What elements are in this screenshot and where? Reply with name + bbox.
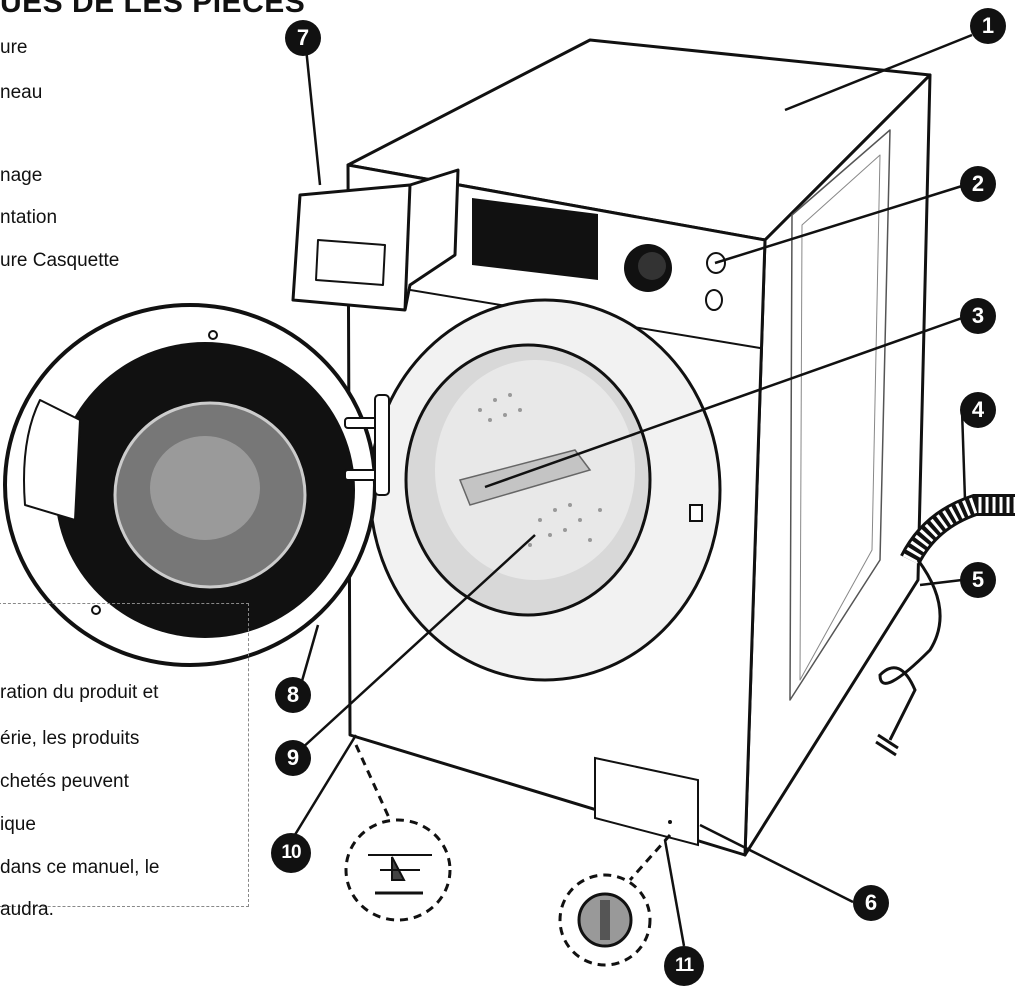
callout-2: 2 <box>960 166 996 202</box>
legend-item: ure Casquette <box>0 250 120 271</box>
power-cord <box>878 559 942 741</box>
legend-item: nage <box>0 165 43 186</box>
note-line: dans ce manuel, le <box>0 857 160 878</box>
callout-10: 10 <box>271 833 311 873</box>
page-title: UES DE LES PIECES <box>0 0 306 19</box>
display-screen <box>472 198 598 280</box>
callout-1: 1 <box>970 8 1006 44</box>
callout-7: 7 <box>285 20 321 56</box>
note-line: érie, les produits <box>0 728 140 749</box>
callout-5: 5 <box>960 562 996 598</box>
detergent-drawer <box>291 168 460 312</box>
callout-6: 6 <box>853 885 889 921</box>
legend-item: neau <box>0 82 43 103</box>
note-line: chetés peuvent <box>0 771 129 792</box>
filter-cover <box>594 756 699 847</box>
note-line: audra. <box>0 899 54 920</box>
callout-8: 8 <box>275 677 311 713</box>
door <box>3 303 377 667</box>
note-line: ique <box>0 814 36 835</box>
note-box <box>0 603 249 907</box>
callout-11: 11 <box>664 946 704 986</box>
callout-4: 4 <box>960 392 996 428</box>
note-line: ration du produit et <box>0 682 159 703</box>
callout-3: 3 <box>960 298 996 334</box>
drum-lifter <box>458 449 592 506</box>
control-button-2 <box>705 289 723 311</box>
legend-item: ntation <box>0 207 58 228</box>
door-lock <box>689 504 703 522</box>
callout-9: 9 <box>275 740 311 776</box>
legend-item: ure <box>0 37 28 58</box>
